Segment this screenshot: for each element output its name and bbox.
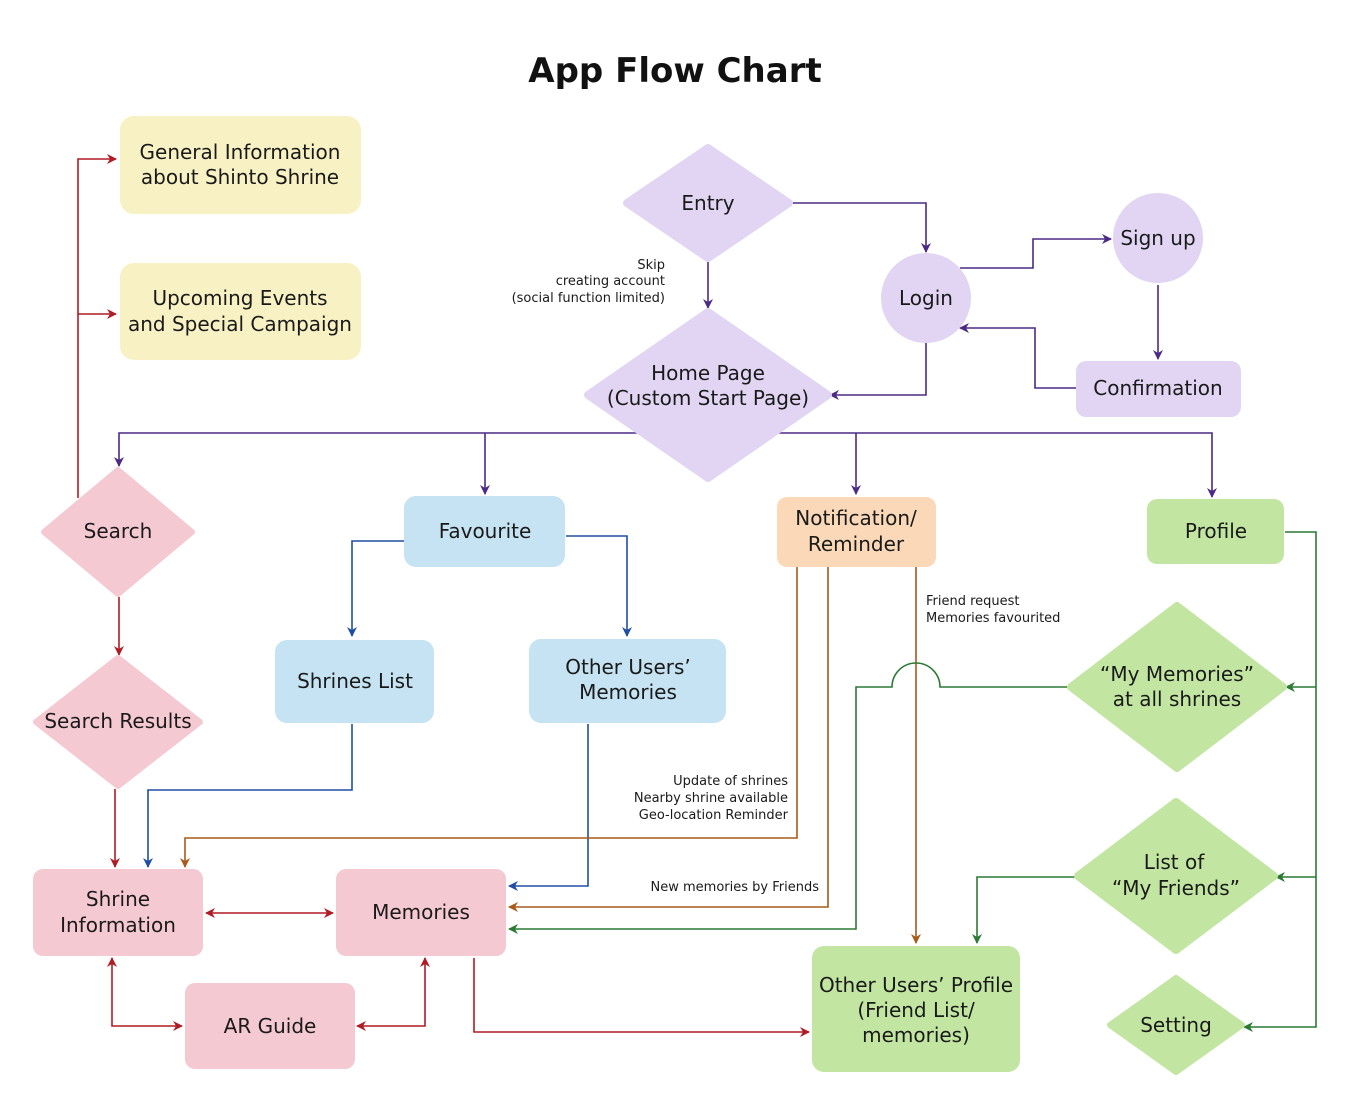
arrow-favourite-shrines-list	[347, 540, 404, 637]
general-info-node[interactable]: General Information about Shinto Shrine	[120, 116, 361, 214]
note-line: Friend request	[926, 594, 1020, 609]
node-label: Other Users’	[565, 655, 691, 679]
arrow-ar-memories	[356, 957, 430, 1031]
note-line: creating account	[556, 274, 665, 289]
arrow-home-profile	[773, 432, 1217, 498]
arrow-login-signup	[960, 234, 1112, 269]
arrow-shrines-list-shrine-info	[143, 724, 353, 868]
note-skip: Skip creating account (social function l…	[512, 258, 665, 306]
other-users-profile-node[interactable]: Other Users’ Profile (Friend List/ memor…	[812, 946, 1020, 1072]
sign-up-node[interactable]: Sign up	[1113, 193, 1203, 283]
arrow-login-home	[829, 343, 927, 400]
my-friends-node[interactable]: List of “My Friends”	[1074, 798, 1278, 954]
profile-node[interactable]: Profile	[1147, 499, 1284, 564]
node-label: Reminder	[808, 532, 905, 556]
favourite-node[interactable]: Favourite	[404, 496, 565, 567]
node-label: Profile	[1185, 519, 1247, 543]
search-results-node[interactable]: Search Results	[33, 655, 203, 789]
node-label: and Special Campaign	[128, 312, 352, 336]
arrow-my-friends-other-profile	[972, 876, 1076, 944]
ar-guide-node[interactable]: AR Guide	[185, 983, 355, 1069]
node-label: Confirmation	[1093, 376, 1222, 400]
other-users-memories-node[interactable]: Other Users’ Memories	[529, 639, 726, 723]
arrow-shrine-info-ar	[107, 957, 183, 1031]
node-label: about Shinto Shrine	[141, 165, 339, 189]
arrow-notification-memories	[508, 567, 829, 912]
arrow-memories-other-profile	[473, 958, 810, 1037]
note-new-memories: New memories by Friends	[651, 880, 820, 895]
node-label: Information	[60, 913, 176, 937]
node-label: (Custom Start Page)	[607, 386, 809, 410]
chart-title: App Flow Chart	[528, 51, 821, 91]
arrow-entry-login	[787, 202, 931, 253]
shrines-list-node[interactable]: Shrines List	[275, 640, 434, 723]
node-label: Shrines List	[297, 669, 413, 693]
node-label: at all shrines	[1113, 687, 1241, 711]
node-label: “My Friends”	[1112, 876, 1240, 900]
note-line: Update of shrines	[673, 774, 788, 789]
node-label: Sign up	[1120, 226, 1195, 250]
node-label: General Information	[140, 140, 341, 164]
shrine-info-node[interactable]: Shrine Information	[33, 869, 203, 956]
arrow-search-general-info	[77, 154, 117, 498]
memories-node[interactable]: Memories	[336, 869, 506, 956]
node-label: List of	[1144, 850, 1206, 874]
node-label: Favourite	[439, 519, 532, 543]
node-label: memories)	[862, 1023, 970, 1047]
node-label: Setting	[1140, 1013, 1212, 1037]
node-label: Other Users’ Profile	[819, 973, 1013, 997]
note-line: Skip	[637, 258, 665, 273]
note-line: Memories favourited	[926, 611, 1060, 626]
login-node[interactable]: Login	[881, 253, 971, 343]
arrow-notification-shrine-info	[180, 567, 798, 868]
note-line: (social function limited)	[512, 291, 665, 306]
node-label: “My Memories”	[1100, 662, 1254, 686]
arrow-home-search	[114, 432, 643, 467]
node-label: Notification/	[795, 506, 917, 530]
note-line: Geo-location Reminder	[639, 808, 789, 823]
node-label: Memories	[372, 900, 470, 924]
arrow-favourite-other-memories	[566, 535, 632, 637]
upcoming-events-node[interactable]: Upcoming Events and Special Campaign	[120, 263, 361, 360]
note-friend-request: Friend request Memories favourited	[926, 594, 1060, 626]
node-label: Entry	[681, 191, 734, 215]
connectors	[77, 154, 1317, 1037]
arrow-confirmation-login	[959, 323, 1076, 389]
node-label: Shrine	[86, 887, 150, 911]
confirmation-node[interactable]: Confirmation	[1076, 361, 1241, 417]
note-update-shrines: Update of shrines Nearby shrine availabl…	[634, 774, 789, 823]
note-line: New memories by Friends	[651, 880, 820, 895]
node-label: Search	[84, 519, 153, 543]
node-label: Login	[899, 286, 953, 310]
node-label: Search Results	[44, 709, 191, 733]
setting-node[interactable]: Setting	[1107, 975, 1245, 1075]
home-page-node[interactable]: Home Page (Custom Start Page)	[584, 308, 832, 482]
entry-node[interactable]: Entry	[623, 144, 793, 262]
node-label: Memories	[579, 680, 677, 704]
arrow-other-memories-memories	[508, 724, 589, 891]
node-label: Home Page	[651, 361, 765, 385]
arrow-profile-setting	[1243, 531, 1317, 1032]
arrow-my-memories-memories	[508, 662, 1069, 934]
note-line: Nearby shrine available	[634, 791, 788, 806]
notification-node[interactable]: Notification/ Reminder	[777, 497, 936, 567]
search-node[interactable]: Search	[41, 467, 195, 597]
node-label: Upcoming Events	[152, 286, 327, 310]
my-memories-node[interactable]: “My Memories” at all shrines	[1067, 602, 1287, 772]
node-label: (Friend List/	[857, 998, 975, 1022]
node-label: AR Guide	[224, 1014, 317, 1038]
